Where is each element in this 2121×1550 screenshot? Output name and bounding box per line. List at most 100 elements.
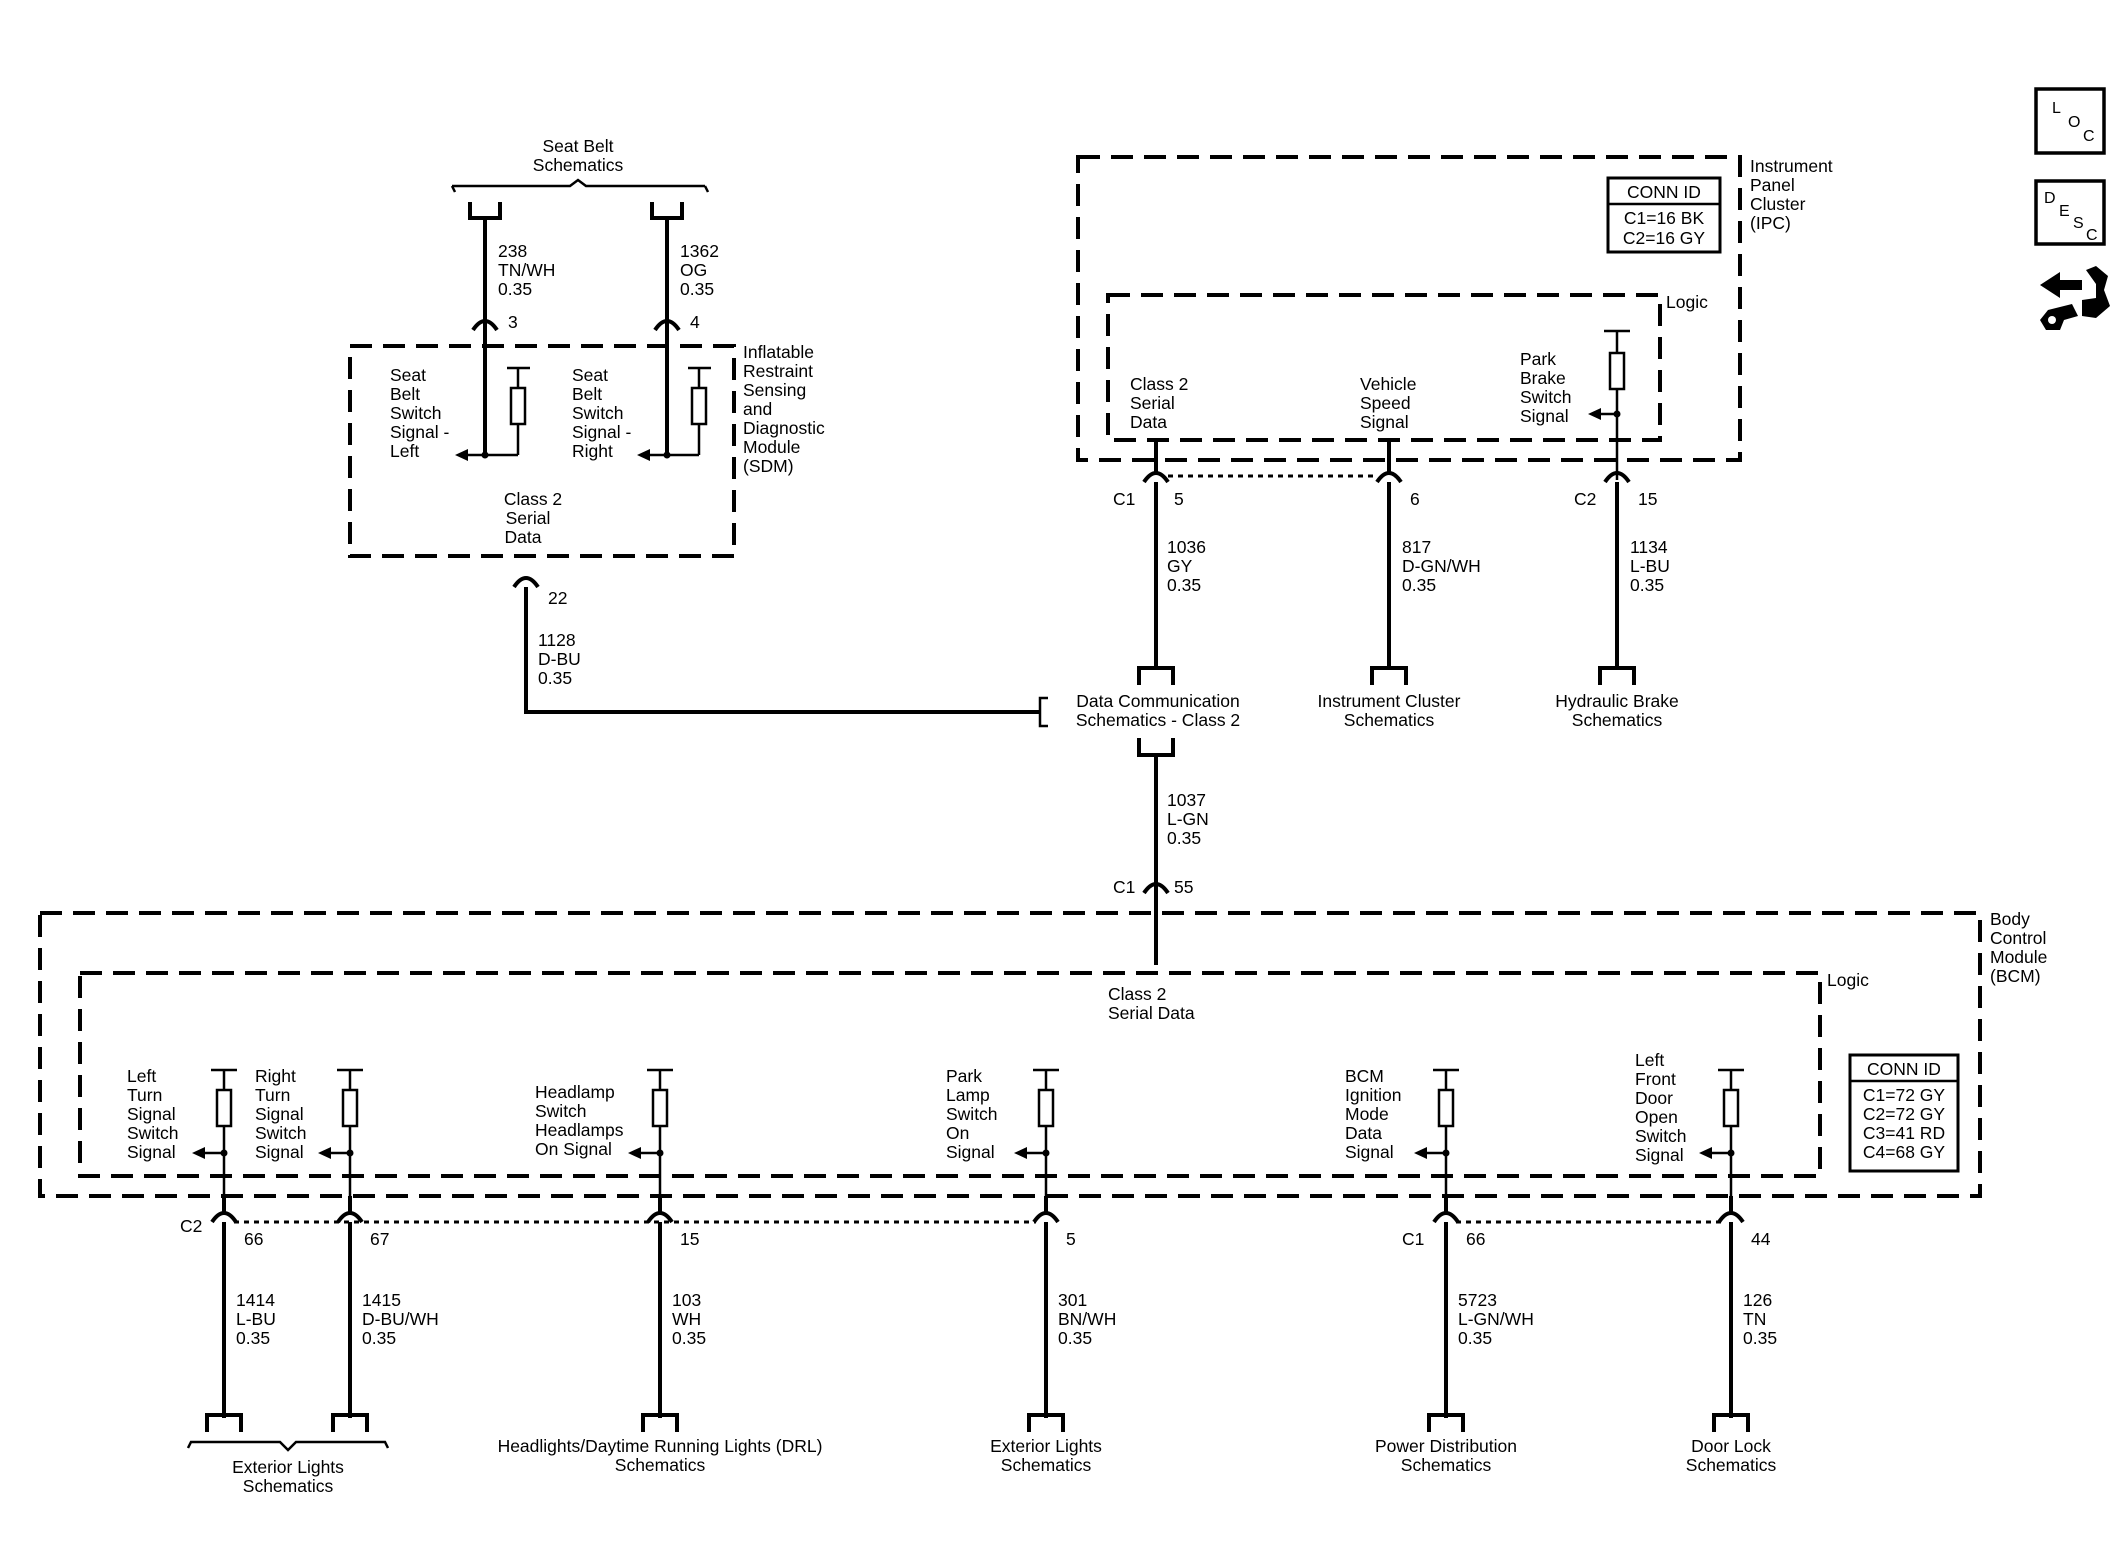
wire-817-color: D-GN/WH	[1402, 556, 1481, 576]
bcm-wire-label-line: L-GN/WH	[1458, 1309, 1534, 1329]
loc-icon-letter-l: L	[2052, 100, 2061, 117]
bcm-serial-line2: Serial Data	[1108, 1003, 1195, 1023]
bcm-conn-id-header: CONN ID	[1867, 1059, 1941, 1079]
signal-arrow-right	[637, 449, 650, 461]
connector-view-icon[interactable]	[2040, 266, 2110, 330]
sdm-title-line7: (SDM)	[743, 456, 794, 476]
bcm-wire-label-line: 0.35	[1058, 1328, 1092, 1348]
bcm-wire-label-line: 0.35	[1458, 1328, 1492, 1348]
bcm-wire-label-line: 0.35	[1743, 1328, 1777, 1348]
sdm-title-line3: Sensing	[743, 380, 806, 400]
pin-55-label: 55	[1174, 877, 1193, 897]
bcm-signal-label-line: On Signal	[535, 1139, 612, 1159]
bcm-title-line4: (BCM)	[1990, 966, 2041, 986]
bcm-wire-label-line: 1414	[236, 1290, 275, 1310]
bcm-wire-label-line: BN/WH	[1058, 1309, 1116, 1329]
cluster-ref-line2: Schematics	[1344, 710, 1435, 730]
bcm-pin-label: 66	[1466, 1229, 1485, 1249]
data-communication-schematics-ref[interactable]: Data Communication Schematics - Class 2	[1076, 691, 1240, 730]
sdm-title-line6: Module	[743, 437, 800, 457]
loc-icon[interactable]: L O C	[2034, 87, 2106, 155]
wire-1128-label: 1128 D-BU 0.35	[538, 630, 581, 688]
wire-1128-color: D-BU	[538, 649, 581, 669]
bcm-signal-label-line: Switch	[1635, 1126, 1687, 1146]
sdm-left-signal-line3: Switch	[390, 403, 442, 423]
ipc-park-brake-label: Park Brake Switch Signal	[1520, 349, 1572, 426]
signal-arrow	[628, 1147, 641, 1159]
hydraulic-brake-schematics-ref[interactable]: Hydraulic Brake Schematics	[1555, 691, 1679, 730]
seat-belt-schematics-ref[interactable]: Seat Belt Schematics	[450, 136, 710, 193]
bcm-signal-label-line: Data	[1345, 1123, 1382, 1143]
bcm-connector-pin	[210, 1211, 238, 1224]
bcm-signal-label-line: Open	[1635, 1107, 1678, 1127]
bcm-module-box	[38, 911, 1982, 1198]
schematics-reference[interactable]: Headlights/Daytime Running Lights (DRL)S…	[498, 1436, 823, 1475]
instrument-cluster-schematics-ref[interactable]: Instrument Cluster Schematics	[1318, 691, 1461, 730]
sdm-left-signal-line4: Signal -	[390, 422, 450, 442]
schematics-reference-line: Schematics	[1401, 1455, 1492, 1475]
wire-238-gauge: 0.35	[498, 279, 532, 299]
connector-c2-pin-15	[1603, 471, 1631, 484]
sdm-right-circuit	[637, 366, 711, 461]
seat-belt-ref-line2: Schematics	[533, 155, 624, 175]
pullup-resistor-park-brake	[1608, 351, 1626, 391]
seat-belt-brace	[450, 178, 710, 193]
bcm-wire-label-line: L-BU	[236, 1309, 276, 1329]
junction-dot	[1727, 1149, 1735, 1157]
schematics-reference-line: Schematics	[1001, 1455, 1092, 1475]
bcm-wire-label-line: 1415	[362, 1290, 401, 1310]
bcm-signal-label-line: Headlamps	[535, 1120, 624, 1140]
bcm-signal-label-line: Switch	[255, 1123, 307, 1143]
connector-c1-pin-55	[1142, 882, 1170, 895]
bcm-signal-label-line: Switch	[535, 1101, 587, 1121]
bcm-signal-label-line: Mode	[1345, 1104, 1389, 1124]
bcm-wire-label-line: D-BU/WH	[362, 1309, 439, 1329]
bcm-conn-row-c2: C2=72 GY	[1863, 1104, 1946, 1124]
pullup-resistor	[651, 1088, 669, 1128]
wire-1037-label: 1037 L-GN 0.35	[1167, 790, 1209, 848]
signal-arrow	[318, 1147, 331, 1159]
bcm-conn-row-c3: C3=41 RD	[1863, 1123, 1945, 1143]
bcm-wire-label-line: 301	[1058, 1290, 1087, 1310]
schematics-reference-line: Schematics	[1686, 1455, 1777, 1475]
dcs-ref-line1: Data Communication	[1076, 691, 1239, 711]
sdm-serial-data-label: Class 2 Serial Data	[504, 489, 562, 547]
ipc-logic-label: Logic	[1666, 292, 1708, 312]
wire-1036-number: 1036	[1167, 537, 1206, 557]
dcs-socket-bottom	[1137, 738, 1175, 757]
ipc-title-line3: Cluster	[1750, 194, 1806, 214]
desc-icon-letter-c: C	[2086, 227, 2098, 244]
sdm-right-signal-line1: Seat	[572, 365, 608, 385]
bcm-signal-label-line: Signal	[255, 1142, 304, 1162]
bcm-wire-label-line: 103	[672, 1290, 701, 1310]
bcm-connector-pin	[646, 1211, 674, 1224]
wire-1128	[524, 587, 1040, 714]
ipc-conn-row-c2: C2=16 GY	[1623, 228, 1706, 248]
wire-1134-color: L-BU	[1630, 556, 1670, 576]
wire-1362-label: 1362 OG 0.35	[680, 241, 719, 299]
schematics-reference-line: Schematics	[615, 1455, 706, 1475]
pin-3-label: 3	[508, 312, 518, 332]
bcm-wire-label-line: 0.35	[672, 1328, 706, 1348]
sdm-left-signal-line2: Belt	[390, 384, 420, 404]
ipc-serial-line3: Data	[1130, 412, 1167, 432]
bcm-output-socket	[641, 1413, 679, 1432]
signal-arrow	[192, 1147, 205, 1159]
signal-arrow-left	[455, 449, 468, 461]
bcm-pin-label: 15	[680, 1229, 699, 1249]
loc-icon-letter-o: O	[2068, 114, 2080, 131]
schematics-reference-line: Door Lock	[1691, 1436, 1771, 1456]
desc-icon[interactable]: D E S C	[2034, 179, 2106, 246]
sdm-right-signal-line2: Belt	[572, 384, 602, 404]
bcm-signal-label-line: Turn	[127, 1085, 162, 1105]
sdm-left-circuit	[455, 366, 530, 461]
ipc-pin-5-label: 5	[1174, 489, 1184, 509]
connector-pin-4	[653, 319, 681, 332]
bcm-signal-label-line: Switch	[946, 1104, 998, 1124]
bcm-signal-label-line: Right	[255, 1066, 296, 1086]
sdm-right-signal-line4: Signal -	[572, 422, 632, 442]
